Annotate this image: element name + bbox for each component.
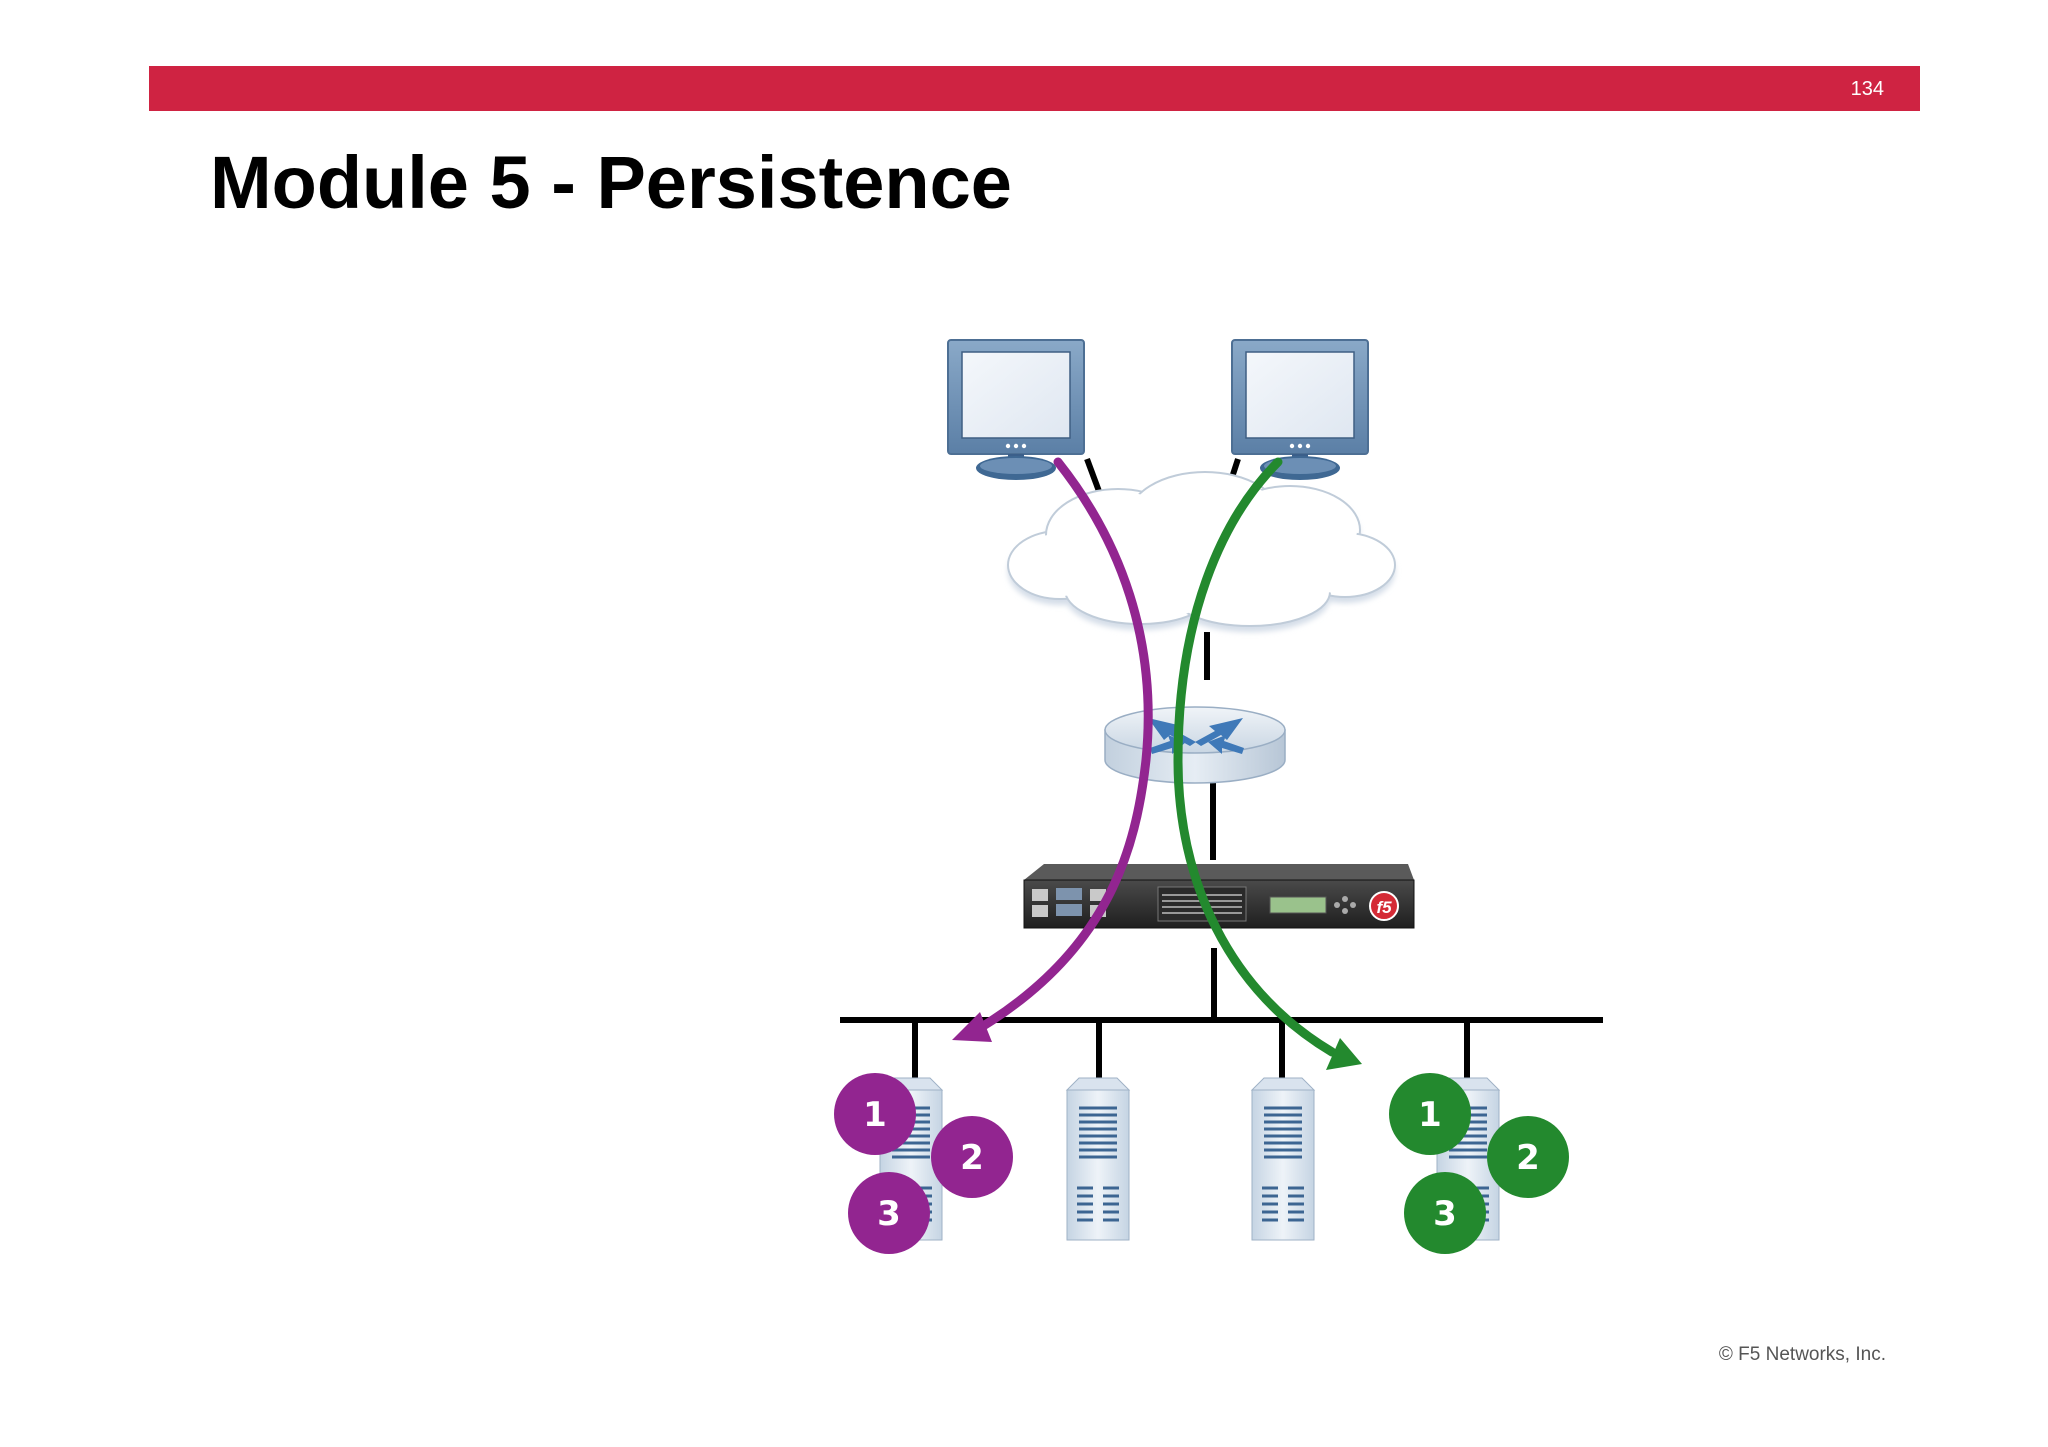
header-bar: 134	[149, 66, 1920, 111]
load-balancer-appliance-icon: f5	[1023, 864, 1415, 929]
purple-badge: 1	[834, 1073, 916, 1155]
server-icon	[1065, 1077, 1131, 1241]
copyright-footer: © F5 Networks, Inc.	[1718, 1344, 1886, 1365]
purple-badge: 3	[848, 1172, 930, 1254]
client-computer-icon	[1231, 339, 1369, 480]
svg-text:1: 1	[863, 1095, 887, 1135]
green-badge: 3	[1404, 1172, 1486, 1254]
green-badge: 2	[1487, 1116, 1569, 1198]
page-number: 134	[1850, 78, 1884, 100]
client-computer-icon	[947, 339, 1085, 480]
purple-badge: 2	[931, 1116, 1013, 1198]
svg-text:2: 2	[960, 1138, 984, 1178]
svg-text:3: 3	[1433, 1194, 1457, 1234]
network-links	[840, 457, 1603, 1078]
green-badge: 1	[1389, 1073, 1471, 1155]
page-title: Module 5 - Persistence	[210, 141, 1012, 224]
svg-text:f5: f5	[1376, 898, 1392, 917]
server-icon	[1250, 1077, 1316, 1241]
router-icon	[1104, 706, 1286, 784]
svg-text:3: 3	[877, 1194, 901, 1234]
cloud-icon	[1007, 471, 1396, 632]
svg-text:1: 1	[1418, 1095, 1442, 1135]
purple-flow-arrow	[952, 457, 1153, 1042]
green-flow-arrow	[1173, 457, 1362, 1070]
svg-text:2: 2	[1516, 1138, 1540, 1178]
